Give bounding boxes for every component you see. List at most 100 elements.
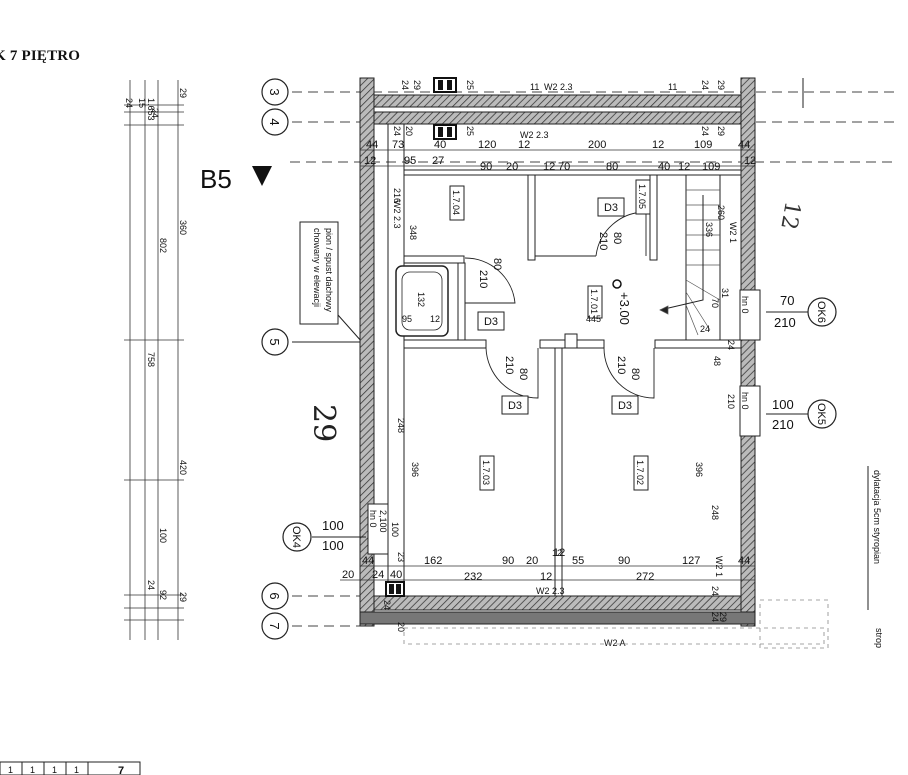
bot-r2-0: 20 <box>342 569 354 581</box>
strop-note: strop <box>874 628 884 648</box>
interior-walls <box>395 169 742 597</box>
bot-r1-2: 90 <box>502 555 514 567</box>
top-r1-6: 24 <box>700 80 710 90</box>
left-dimension-chains <box>124 80 184 640</box>
door-1-width: 80 <box>611 232 623 244</box>
right-val-31: 31 <box>720 288 730 298</box>
window-note-1: hn 0 <box>740 296 750 314</box>
top-r3-4: 12 <box>518 139 530 151</box>
top-r1-2: 25 <box>465 80 475 90</box>
bot-r1-4: 12 <box>553 547 565 559</box>
section-marker: B5 <box>200 164 272 194</box>
window-ok4-tag: OK4 <box>290 526 302 548</box>
bot-r1-3: 20 <box>526 555 538 567</box>
top-r4-7: 80 <box>606 161 618 173</box>
top-r1-1: 29 <box>412 80 422 90</box>
stairs <box>659 189 721 336</box>
bot-r4-3: 29 <box>718 612 728 622</box>
dim-336: 336 <box>704 222 714 237</box>
door-4-height: 210 <box>615 356 627 374</box>
axis-markers: 3 4 5 6 7 <box>261 78 289 640</box>
strip-cell-3: 1 <box>52 765 57 775</box>
dim-12: 12 <box>552 548 562 558</box>
window-ok5-height: 210 <box>772 417 794 432</box>
door-tag-2: D3 <box>484 316 498 328</box>
wall-top-1 <box>373 94 742 108</box>
dim-348: 348 <box>408 225 418 240</box>
top-r2-1: 20 <box>404 126 414 136</box>
bot-r3-0: W2 2.3 <box>536 586 565 596</box>
room-label-1704: 1.7.04 <box>451 190 461 215</box>
strip-cell-5: 7 <box>118 765 124 775</box>
window-ok5-marker <box>807 399 837 429</box>
hall-dim: 445 <box>586 314 601 324</box>
right-val-48: 48 <box>712 356 722 366</box>
bathtub <box>395 265 449 337</box>
door-swings <box>464 211 655 399</box>
dim-23: 23 <box>396 552 406 562</box>
handwritten-12: 12 <box>775 199 804 231</box>
window-ok4-marker <box>282 522 312 552</box>
section-marker-label: B5 <box>200 164 232 194</box>
left-dim-420: 420 <box>178 460 188 475</box>
door-4-width: 80 <box>629 368 641 380</box>
room-label-1703: 1.7.03 <box>481 460 491 485</box>
bot-r1-6: 90 <box>618 555 630 567</box>
wall-label-w223: W2 2.3 <box>392 200 402 229</box>
top-r4-0: 12 <box>364 155 376 167</box>
room-label-1705: 1.7.05 <box>637 184 647 209</box>
bot-r1-8: 44 <box>738 555 750 567</box>
bot-r4-2: 24 <box>710 612 720 622</box>
dim-260: 260 <box>716 205 726 220</box>
dim-216: 216 <box>392 188 402 203</box>
right-notes: dylatacja 5cm styropian strop <box>403 466 884 649</box>
top-r4-1: 95 <box>404 155 416 167</box>
door-1-height: 210 <box>597 232 609 250</box>
left-dim-15: 15 <box>137 98 147 108</box>
door-tags: D3 80 210 D3 80 210 D3 80 210 D3 80 210 <box>477 197 641 415</box>
top-r4-6: 70 <box>558 161 570 173</box>
window-ok6-width: 70 <box>780 293 794 308</box>
door-2-height: 210 <box>477 270 489 288</box>
top-r1-3: 11 <box>530 82 539 92</box>
wall-left <box>359 77 375 627</box>
axis-label-4: 4 <box>267 118 282 125</box>
door-3-height: 210 <box>503 356 515 374</box>
window-ok5-width: 100 <box>772 397 794 412</box>
axis-marker-3 <box>261 78 289 106</box>
left-dim-labels: 24 15 24 1.653 29 360 802 758 420 100 24… <box>124 88 188 602</box>
window-note-2: hn 0 <box>740 392 750 410</box>
bot-r2-6: W2 1 <box>714 556 724 577</box>
dim-396b: 396 <box>694 462 704 477</box>
left-dim-1653: 1.653 <box>146 98 156 121</box>
top-r1-5: 11 <box>668 82 677 92</box>
room-labels: 1.7.04 1.7.05 1.7.01 1.7.03 1.7.02 <box>449 179 651 491</box>
section-arrow-icon <box>252 166 272 186</box>
bot-r1-0: 44 <box>362 555 374 567</box>
wall-bottom-1 <box>373 595 742 611</box>
top-r4-5: 12 <box>543 161 555 173</box>
window-ok4-height: 100 <box>322 538 344 553</box>
top-r4-8: 40 <box>658 161 670 173</box>
bot-r1-7: 127 <box>682 555 700 567</box>
left-dim-758: 758 <box>146 352 156 367</box>
room-dims: 216 W2 2.3 348 260 336 W2 1 132 95 12 24… <box>392 188 738 562</box>
top-r3-2: 40 <box>434 139 446 151</box>
door-tag-3: D3 <box>508 400 522 412</box>
left-dim-24a: 24 <box>124 98 134 108</box>
door-3-width: 80 <box>517 368 529 380</box>
right-val-24: 24 <box>700 324 710 334</box>
dim-248a: 248 <box>396 418 406 433</box>
top-r3-0: 44 <box>366 139 378 151</box>
window-ok6-frame <box>739 289 761 341</box>
top-r3-6: 12 <box>652 139 664 151</box>
handwritten-marks: 29 12 <box>306 199 805 442</box>
top-r3-8: 44 <box>738 139 750 151</box>
top-r1-4: W2 2.3 <box>544 82 573 92</box>
window-note-4: 2,100 <box>378 510 388 533</box>
axis-label-7: 7 <box>267 622 282 629</box>
bot-r2-5: 272 <box>636 571 654 583</box>
top-r2-0: 24 <box>392 126 402 136</box>
axis-marker-5 <box>261 328 289 356</box>
